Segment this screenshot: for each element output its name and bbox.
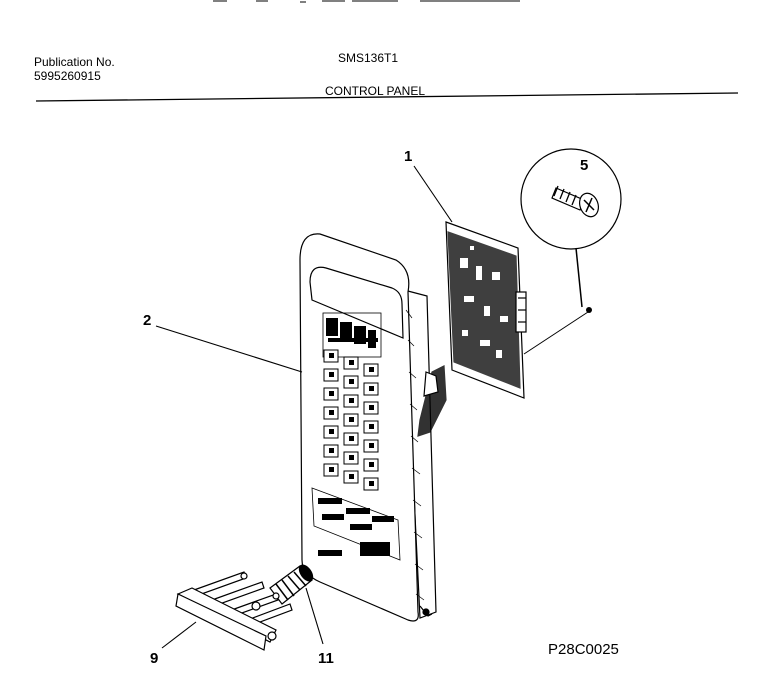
header-rule — [35, 92, 739, 102]
keypad-key-label-mark — [369, 405, 374, 410]
side-strip-texture — [405, 309, 425, 601]
publication-number: 5995260915 — [34, 69, 101, 83]
keypad-key-label-mark — [369, 443, 374, 448]
screw-icon — [551, 185, 600, 218]
keypad-key-label-mark — [349, 379, 354, 384]
keypad-key-label-mark — [349, 436, 354, 441]
keypad-key-label-mark — [369, 367, 374, 372]
keypad-key-label-mark — [329, 467, 334, 472]
cropped-top-text — [213, 0, 520, 3]
keypad-key-label-mark — [329, 448, 334, 453]
spring — [269, 564, 314, 605]
keypad-key-label-mark — [329, 429, 334, 434]
lower-vents — [318, 498, 394, 556]
circuit-board — [417, 221, 527, 437]
keypad-key-label-mark — [349, 455, 354, 460]
screw-detail — [520, 148, 622, 250]
screw-leader — [575, 247, 583, 308]
keypad-key-label-mark — [329, 372, 334, 377]
keypad-key-label-mark — [349, 360, 354, 365]
section-title: CONTROL PANEL — [325, 84, 426, 98]
callout-control-panel-frame: 2 — [143, 312, 152, 329]
screw-axis-line — [523, 311, 589, 355]
keypad-key-label-mark — [349, 417, 354, 422]
door-button — [175, 571, 293, 651]
keypad — [323, 349, 379, 491]
keypad-key-label-mark — [349, 474, 354, 479]
screw-position — [586, 307, 592, 313]
callout-spring: 11 — [318, 650, 334, 667]
publication-label: Publication No. — [34, 55, 115, 69]
keypad-key-label-mark — [369, 386, 374, 391]
keypad-key-label-mark — [329, 410, 334, 415]
control-panel-frame — [299, 233, 437, 622]
callout-screw: 5 — [580, 157, 589, 174]
callout-circuit-board: 1 — [404, 148, 413, 165]
keypad-key-label-mark — [329, 391, 334, 396]
keypad-key-label-mark — [329, 353, 334, 358]
keypad-key-label-mark — [369, 481, 374, 486]
leader-lines — [155, 165, 453, 649]
display-window — [326, 318, 378, 348]
model-number: SMS136T1 — [338, 51, 399, 65]
keypad-key-label-mark — [349, 398, 354, 403]
keypad-key-label-mark — [369, 424, 374, 429]
diagram-id: P28C0025 — [548, 641, 619, 658]
callout-door-button: 9 — [150, 650, 159, 667]
keypad-key-label-mark — [369, 462, 374, 467]
